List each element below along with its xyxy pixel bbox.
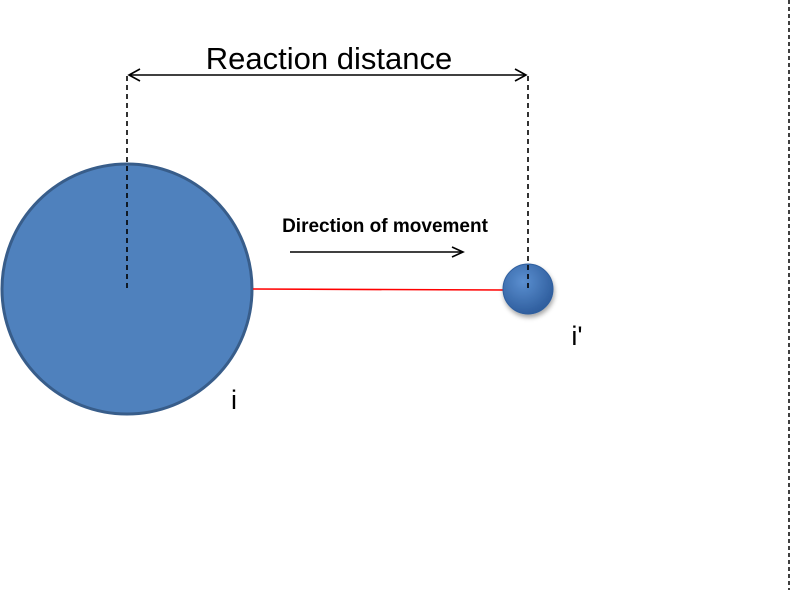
- reaction-distance-label: Reaction distance: [206, 41, 452, 76]
- particle-i-label: i: [231, 385, 237, 415]
- particle-i: [0, 162, 254, 416]
- connector-line: [252, 288, 504, 291]
- particle-i-prime: [502, 263, 554, 315]
- direction-label: Direction of movement: [282, 216, 489, 237]
- particle-i-prime-label: i': [571, 321, 582, 351]
